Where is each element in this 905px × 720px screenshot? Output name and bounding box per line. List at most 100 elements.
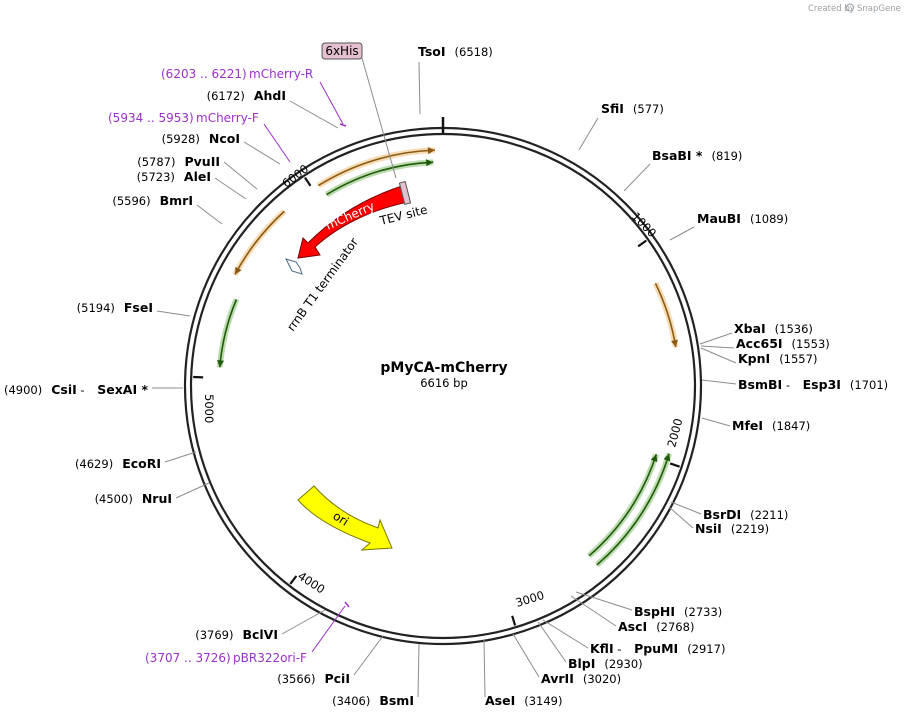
enzyme-site-label[interactable]: AvrII(3020): [541, 671, 621, 686]
feature-arc[interactable]: [317, 149, 435, 187]
enzyme-name: AscI: [618, 619, 647, 634]
enzyme-name: BspHI: [634, 604, 675, 619]
tev-site-feature[interactable]: [398, 180, 412, 206]
enzyme-site-label[interactable]: KpnI(1557): [738, 351, 817, 366]
enzyme-site-label[interactable]: BsaBI *(819): [652, 148, 742, 163]
feature-arc-arrowhead: [425, 159, 434, 167]
enzyme-position: (2211): [750, 508, 788, 522]
enzyme-site-label[interactable]: AseI (3149): [485, 693, 563, 708]
primer-range: (5934 .. 5953): [108, 111, 194, 125]
enzyme-site-label[interactable]: (6172)AhdI: [207, 88, 286, 103]
enzyme-site-label[interactable]: (3406)BsmI: [332, 693, 414, 708]
feature-arc-halo: [216, 298, 240, 368]
enzyme-position: (2733): [684, 605, 722, 619]
enzyme-site-label[interactable]: BsrDI(2211): [703, 507, 788, 522]
feature-arc-arrowhead: [217, 359, 225, 368]
feature-arc[interactable]: [588, 454, 658, 557]
enzyme-site-label[interactable]: TsoI(6518): [418, 44, 493, 59]
enzyme-site-label[interactable]: (5928)NcoI: [162, 131, 240, 146]
primer-leader: [319, 81, 344, 125]
plasmid-name: pMyCA-mCherry: [380, 360, 507, 376]
primer-leader: [311, 605, 346, 653]
primer-name[interactable]: mCherry-R: [249, 67, 313, 81]
primer-leader: [263, 123, 291, 163]
6xhis-tag-badge[interactable]: [321, 42, 363, 60]
enzyme-site-label[interactable]: (4900)CsiI - SexAI *: [4, 382, 149, 397]
enzyme-site-label[interactable]: (4500)NruI: [95, 491, 172, 506]
enzyme-name: AleI: [184, 169, 211, 184]
enzyme-name: PpuMI: [634, 641, 678, 656]
enzyme-position: (2768): [656, 620, 694, 634]
enzyme-leader: [701, 417, 731, 427]
enzyme-position: (3149): [524, 694, 562, 708]
primer-site: [339, 123, 347, 127]
enzyme-site-label[interactable]: (5194)FseI: [77, 300, 153, 315]
terminator-feature-icon[interactable]: [285, 258, 303, 275]
mcherry-feature-arrow[interactable]: [297, 185, 409, 259]
enzyme-site-label[interactable]: BsmBI - Esp3I(1701): [738, 377, 888, 392]
enzyme-site-label[interactable]: (5596)BmrI: [112, 193, 193, 208]
enzyme-site-label[interactable]: Acc65I(1553): [736, 336, 830, 351]
enzyme-leader: [623, 163, 651, 192]
feature-arc-arrowhead: [663, 453, 671, 462]
enzyme-name: AhdI: [254, 88, 286, 103]
enzyme-name: TsoI: [418, 44, 446, 59]
enzyme-name: KpnI: [738, 351, 770, 366]
enzyme-site-label[interactable]: XbaI (1536): [734, 321, 813, 336]
enzyme-name: PciI: [324, 671, 350, 686]
enzyme-leader: [542, 619, 589, 649]
enzyme-leader: [669, 226, 695, 241]
feature-arc-halo: [316, 147, 436, 189]
enzyme-site-label[interactable]: (5723) AleI: [137, 169, 211, 184]
enzyme-site-label[interactable]: KflI - PpuMI(2917): [590, 641, 725, 656]
enzyme-name: BsmBI: [738, 377, 782, 392]
feature-arc-arrowhead: [671, 339, 678, 348]
enzyme-site-label[interactable]: MauBI(1089): [697, 211, 788, 226]
enzyme-name: BsaBI *: [652, 148, 703, 163]
enzyme-position: (5723): [137, 170, 175, 184]
feature-arc[interactable]: [326, 161, 434, 196]
enzyme-site-label[interactable]: (3769)BclVI: [195, 627, 278, 642]
plasmid-size: 6616 bp: [420, 376, 468, 390]
enzyme-position: -: [782, 378, 793, 392]
feature-arc-arrowhead: [427, 147, 435, 155]
enzyme-labels: TsoI(6518) SfiI(577) BsaBI *(819) MauBI(108…: [4, 44, 888, 708]
enzyme-name: CsiI: [51, 382, 77, 397]
enzyme-name: BclVI: [242, 627, 278, 642]
feature-arc-halo: [324, 159, 434, 198]
enzyme-site-label[interactable]: (3566) PciI: [277, 671, 350, 686]
6xhis-tag-label: 6xHis: [325, 44, 358, 58]
snapgene-logo-icon: [846, 3, 854, 12]
enzyme-site-label[interactable]: (5787)PvuII: [137, 154, 220, 169]
enzyme-name: AseI: [485, 693, 515, 708]
primer-name[interactable]: pBR322ori-F: [233, 651, 307, 665]
enzyme-position: (2917): [687, 642, 725, 656]
enzyme-position: (2219): [731, 522, 769, 536]
enzyme-site-label[interactable]: BspHI (2733): [634, 604, 722, 619]
enzyme-site-label[interactable]: NsiI(2219): [695, 521, 769, 536]
feature-arc[interactable]: [596, 453, 670, 566]
enzyme-position: (4500): [95, 492, 133, 506]
enzyme-position: (577): [633, 102, 664, 116]
primer-site: [344, 601, 350, 608]
enzyme-position: (1536): [775, 322, 813, 336]
enzyme-name: FseI: [124, 300, 153, 315]
ruler-tick: [304, 176, 312, 187]
enzyme-position: (1701): [850, 378, 888, 392]
enzyme-position: (2930): [604, 657, 642, 671]
enzyme-position: (3566): [277, 672, 315, 686]
enzyme-site-label[interactable]: MfeI(1847): [732, 418, 810, 433]
ruler-tick: [637, 239, 647, 248]
ori-feature-arrow[interactable]: [297, 485, 393, 551]
enzyme-leader: [700, 347, 737, 364]
enzyme-site-label[interactable]: SfiI(577): [601, 101, 664, 116]
enzyme-leader: [537, 621, 567, 663]
enzyme-site-label[interactable]: (4629)EcoRI: [75, 456, 161, 471]
enzyme-site-label[interactable]: BlpI(2930): [568, 656, 643, 671]
enzyme-leader: [512, 633, 540, 678]
enzyme-name: XbaI: [734, 321, 766, 336]
enzyme-leader: [700, 345, 735, 349]
enzyme-site-label[interactable]: AscI (2768): [618, 619, 694, 634]
ruler-tick-label: 2000: [664, 417, 685, 449]
primer-name[interactable]: mCherry-F: [196, 111, 259, 125]
